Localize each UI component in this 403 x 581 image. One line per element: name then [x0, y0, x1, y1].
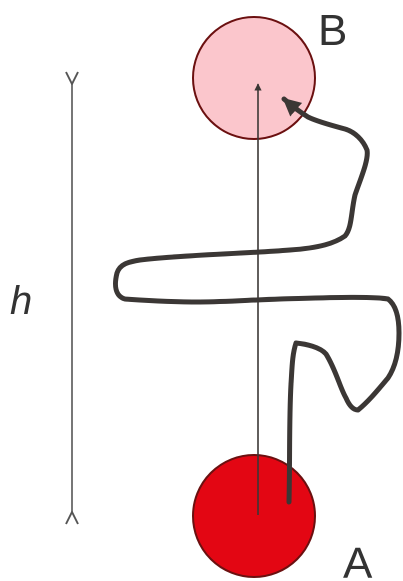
- height-label: h: [10, 279, 32, 323]
- winding-path: [113, 96, 402, 505]
- point-a-label: A: [343, 539, 373, 581]
- point-b-label: B: [318, 6, 347, 55]
- point-a-circle: [192, 454, 316, 578]
- point-b-circle: [192, 16, 316, 140]
